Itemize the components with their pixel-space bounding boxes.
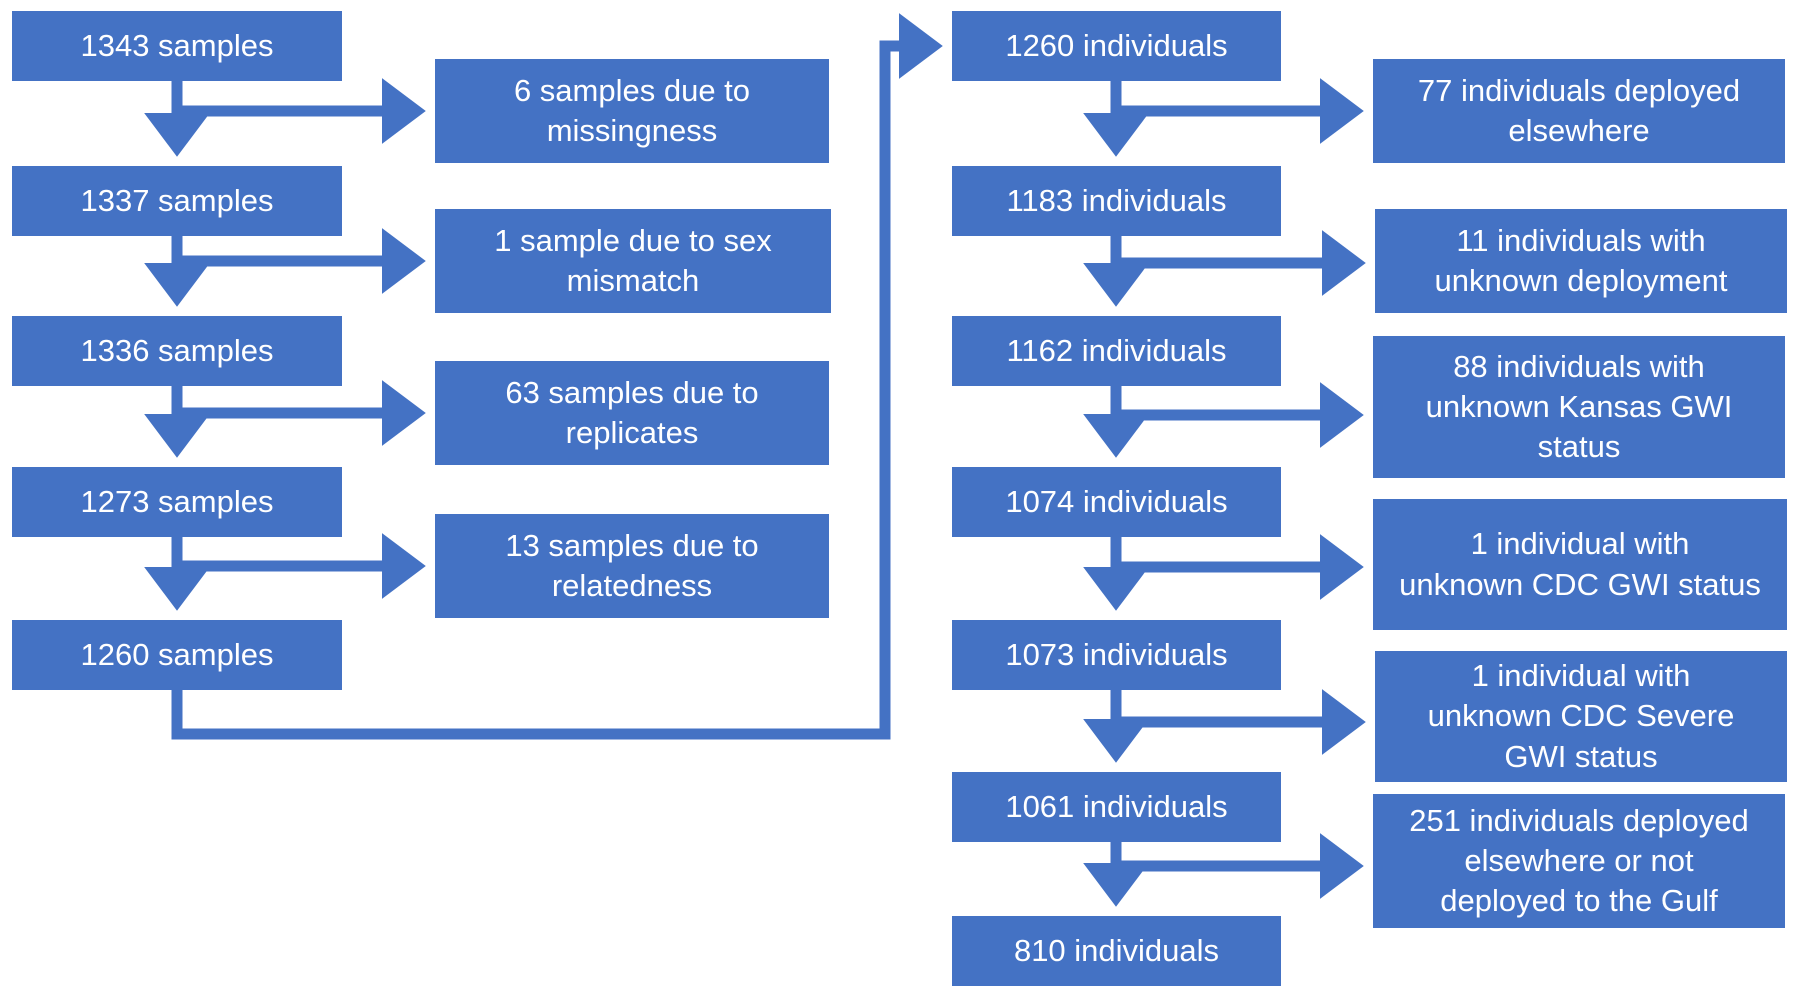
- node-1260-individuals: 1260 individuals: [952, 11, 1281, 81]
- exclusion-line: 88 individuals with: [1453, 348, 1705, 384]
- exclusion-missingness: 6 samples due to missingness: [435, 59, 829, 163]
- exclusion-replicates: 63 samples due to replicates: [435, 361, 829, 465]
- exclusion-line: 77 individuals deployed: [1417, 72, 1741, 108]
- exclusion-line: elsewhere: [1508, 113, 1650, 148]
- node-label: 1260 samples: [80, 636, 274, 672]
- node-1260-samples: 1260 samples: [12, 620, 342, 690]
- exclusion-line: missingness: [546, 113, 718, 148]
- node-1183-individuals: 1183 individuals: [952, 166, 1281, 236]
- node-label: 810 individuals: [1013, 932, 1220, 968]
- exclusion-unknown-kansas-gwi: 88 individuals with unknown Kansas GWI s…: [1373, 336, 1785, 478]
- node-label: 1073 individuals: [1005, 636, 1228, 672]
- exclusion-unknown-cdc-severe-gwi: 1 individual with unknown CDC Severe GWI…: [1375, 651, 1787, 782]
- exclusion-relatedness: 13 samples due to relatedness: [435, 514, 829, 618]
- node-label: 1074 individuals: [1005, 483, 1228, 519]
- node-label: 1337 samples: [80, 182, 274, 218]
- exclusion-line: 63 samples due to: [505, 374, 759, 410]
- node-1074-individuals: 1074 individuals: [952, 467, 1281, 537]
- exclusion-unknown-deployment: 11 individuals with unknown deployment: [1375, 209, 1787, 313]
- exclusion-line: mismatch: [566, 263, 700, 298]
- node-1273-samples: 1273 samples: [12, 467, 342, 537]
- exclusion-sex-mismatch: 1 sample due to sex mismatch: [435, 209, 831, 313]
- node-label: 1183 individuals: [1006, 182, 1227, 218]
- exclusion-line: unknown Kansas GWI: [1425, 388, 1733, 424]
- exclusion-line: replicates: [565, 415, 699, 450]
- node-1336-samples: 1336 samples: [12, 316, 342, 386]
- node-810-individuals: 810 individuals: [952, 916, 1281, 986]
- exclusion-line: 1 individual with: [1470, 526, 1690, 562]
- exclusion-line: relatedness: [551, 568, 713, 603]
- exclusion-line: status: [1537, 429, 1621, 465]
- node-1343-samples: 1343 samples: [12, 11, 342, 81]
- node-label: 1273 samples: [80, 483, 274, 519]
- exclusion-line: unknown CDC GWI status: [1399, 566, 1761, 602]
- exclusion-line: 13 samples due to: [505, 527, 759, 563]
- exclusion-line: deployed to the Gulf: [1440, 883, 1718, 919]
- node-label: 1061 individuals: [1005, 788, 1228, 824]
- node-label: 1162 individuals: [1006, 332, 1227, 368]
- exclusion-not-deployed-gulf: 251 individuals deployed elsewhere or no…: [1373, 794, 1785, 928]
- exclusion-deployed-elsewhere: 77 individuals deployed elsewhere: [1373, 59, 1785, 163]
- exclusion-line: 11 individuals with: [1456, 222, 1706, 258]
- node-label: 1343 samples: [80, 27, 274, 63]
- exclusion-line: 6 samples due to: [513, 72, 751, 108]
- node-label: 1336 samples: [80, 332, 274, 368]
- node-1061-individuals: 1061 individuals: [952, 772, 1281, 842]
- node-label: 1260 individuals: [1005, 27, 1228, 63]
- node-1337-samples: 1337 samples: [12, 166, 342, 236]
- exclusion-line: 251 individuals deployed: [1409, 802, 1749, 838]
- exclusion-line: 1 individual with: [1471, 658, 1691, 694]
- exclusion-line: unknown deployment: [1434, 263, 1728, 298]
- exclusion-line: elsewhere or not: [1464, 842, 1694, 878]
- exclusion-line: GWI status: [1504, 738, 1658, 774]
- node-1073-individuals: 1073 individuals: [952, 620, 1281, 690]
- arrow-samples-to-individuals: [171, 13, 943, 740]
- exclusion-line: unknown CDC Severe: [1427, 698, 1735, 734]
- exclusion-unknown-cdc-gwi: 1 individual with unknown CDC GWI status: [1373, 499, 1787, 630]
- exclusion-line: 1 sample due to sex: [494, 222, 772, 258]
- node-1162-individuals: 1162 individuals: [952, 316, 1281, 386]
